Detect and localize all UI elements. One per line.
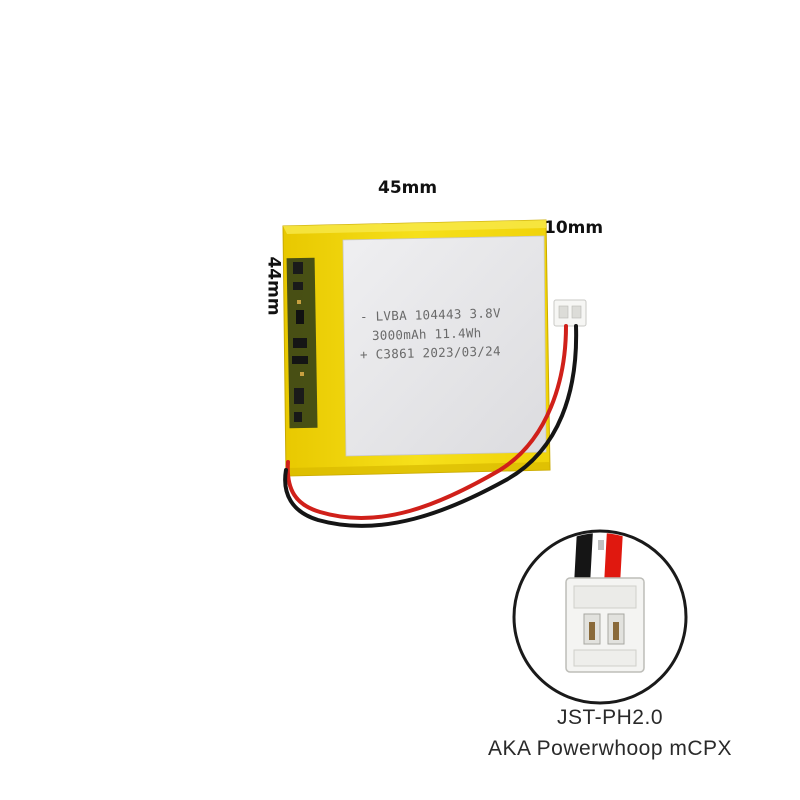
connector-type-caption: JST-PH2.0 bbox=[556, 706, 664, 729]
battery-wires bbox=[283, 324, 579, 528]
width-dimension-label: 45mm bbox=[378, 178, 438, 198]
connector-alias-caption: AKA Powerwhoop mCPX bbox=[487, 737, 733, 760]
jst-connector-small bbox=[553, 299, 587, 327]
protection-circuit-board bbox=[286, 257, 318, 429]
connector-closeup-circle bbox=[512, 529, 688, 705]
thickness-dimension-label: 10mm bbox=[544, 218, 604, 238]
battery-cell bbox=[282, 219, 551, 477]
